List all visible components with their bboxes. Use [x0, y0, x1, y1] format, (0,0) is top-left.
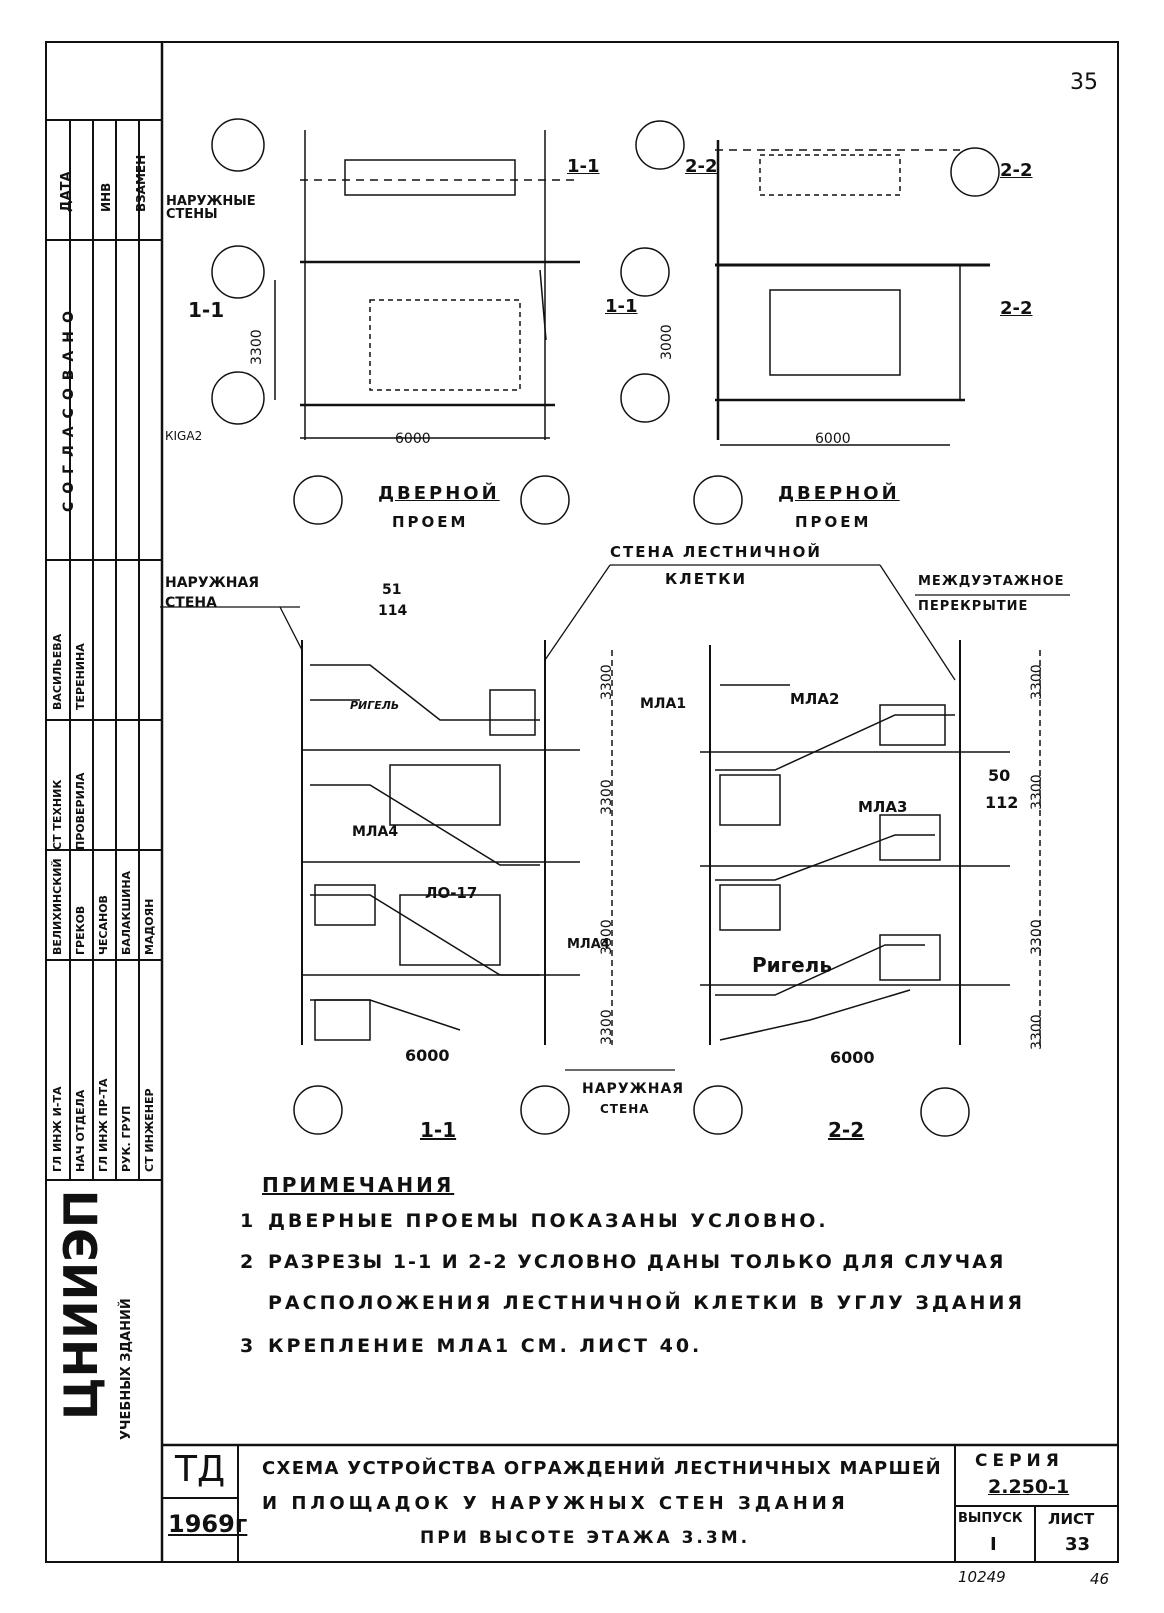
tb-seria-value: 2.250-1: [988, 1476, 1070, 1498]
plan-left-door-2: ПРОЕМ: [392, 513, 469, 531]
plan-cut-11-top: 1-1: [567, 156, 600, 177]
mark-mla4: МЛА4: [352, 824, 399, 840]
plan-left-height: 3300: [249, 329, 265, 365]
staff-role-2: ГЛ ИНЖ ПР-ТА: [97, 1078, 110, 1172]
sec-right-h3: 3300: [1029, 919, 1045, 955]
mark-lo17: ЛО-17: [425, 884, 478, 902]
note-2b-text: РАСПОЛОЖЕНИЯ ЛЕСТНИЧНОЙ КЛЕТКИ В УГЛУ ЗД…: [268, 1292, 1025, 1314]
stamp-inv-label: ИНВ: [99, 182, 113, 212]
plan-cut-11-mid: 1-1: [605, 296, 638, 317]
section-outer-wall-left: НАРУЖНАЯ СТЕНА: [165, 575, 260, 612]
note-2-num: 2: [240, 1251, 254, 1273]
sec-right-h2: 3300: [1029, 774, 1045, 810]
sec-left-h3: 3300: [599, 919, 615, 955]
staff-name-4: МАДОЯН: [143, 898, 156, 955]
staff-name-2: ЧЕСАНОВ: [97, 895, 110, 955]
plan-cut-22-mid: 2-2: [1000, 298, 1033, 319]
staff-role-4: СТ ИНЖЕНЕР: [143, 1088, 156, 1172]
plan-cut-11-left: 1-1: [188, 298, 225, 322]
callout-right-bot: 112: [985, 793, 1019, 812]
note-1-text: ДВЕРНЫЕ ПРОЕМЫ ПОКАЗАНЫ УСЛОВНО.: [268, 1210, 829, 1232]
note-3-text: КРЕПЛЕНИЕ МЛА1 СМ. ЛИСТ 40.: [268, 1335, 703, 1357]
staff-role-3: РУК. ГРУП: [120, 1105, 133, 1172]
tb-seria-label: СЕРИЯ: [975, 1451, 1064, 1471]
plan-right-width: 6000: [815, 431, 851, 447]
plan-right-door-2: ПРОЕМ: [795, 513, 872, 531]
tb-title-1: СХЕМА УСТРОЙСТВА ОГРАЖДЕНИЙ ЛЕСТНИЧНЫХ М…: [262, 1458, 942, 1479]
section-floor-slab-1: МЕЖДУЭТАЖНОЕ: [918, 574, 1065, 589]
section-1-1: [293, 640, 613, 1135]
staff-role-1: НАЧ ОТДЕЛА: [74, 1089, 87, 1172]
staff-name-5: ПРОВЕРИЛА: [74, 772, 87, 850]
section-2-2: [693, 640, 1041, 1137]
section-title-right: 2-2: [828, 1118, 865, 1142]
plan-left: [211, 118, 580, 525]
notes-title: ПРИМЕЧАНИЯ: [262, 1173, 455, 1197]
mark-mla3: МЛА3: [858, 798, 908, 816]
staff-role-5: СТ ТЕХНИК: [51, 779, 64, 850]
sec-left-h2: 3300: [599, 779, 615, 815]
tb-list-label: ЛИСТ: [1048, 1510, 1095, 1528]
tb-vypusk-label: ВЫПУСК: [958, 1511, 1023, 1526]
plan-cut-22-top: 2-2: [685, 156, 718, 177]
tb-vypusk-value: I: [990, 1534, 997, 1555]
plan-left-width: 6000: [395, 431, 431, 447]
mark-mla2: МЛА2: [790, 690, 840, 708]
tb-title-3: ПРИ ВЫСОТЕ ЭТАЖА 3.3М.: [420, 1528, 751, 1548]
plan-left-mark: КIGA2: [165, 429, 203, 443]
plan-cut-22-topright: 2-2: [1000, 160, 1033, 181]
section-outer-wall-bottom-2: СТЕНА: [600, 1102, 650, 1116]
sec-left-h1: 3300: [599, 664, 615, 700]
org-sub: УЧЕБНЫХ ЗДАНИЙ: [119, 1298, 134, 1440]
plan-right-door-1: ДВЕРНОЙ: [778, 483, 900, 504]
tb-title-2: И ПЛОЩАДОК У НАРУЖНЫХ СТЕН ЗДАНИЯ: [262, 1493, 849, 1514]
tb-list-value: 33: [1065, 1534, 1091, 1555]
callout-right-top: 50: [988, 766, 1011, 785]
plan-right-height: 3000: [659, 324, 675, 360]
staff-name-6: ВАСИЛЬЕВА: [51, 633, 64, 710]
stamp-data-label: ДАТА: [59, 171, 74, 212]
staff-role-0: ГЛ ИНЖ И-ТА: [51, 1086, 64, 1172]
section-stair-wall-2: КЛЕТКИ: [665, 570, 748, 588]
sec-left-h4: 3300: [599, 1009, 615, 1045]
section-floor-slab-2: ПЕРЕКРЫТИЕ: [918, 599, 1029, 614]
note-2-text: РАЗРЕЗЫ 1-1 И 2-2 УСЛОВНО ДАНЫ ТОЛЬКО ДЛ…: [268, 1251, 1006, 1273]
stamp-vzamen-label: ВЗАМЕН: [134, 154, 148, 212]
staff-name-0: ВЕЛИХИНСКИЙ: [51, 858, 64, 955]
mark-mla4b: МЛА4: [567, 937, 610, 952]
mark-rigel: Ригель: [752, 953, 832, 977]
section-stair-wall-1: СТЕНА ЛЕСТНИЧНОЙ: [610, 543, 822, 561]
staff-name-3: БАЛАКШИНА: [120, 870, 133, 955]
callout-left-bot: 114: [378, 603, 408, 619]
sec-right-h4: 3300: [1029, 1014, 1045, 1050]
plan-right: [620, 120, 1000, 525]
note-1-num: 1: [240, 1210, 254, 1232]
plan-outer-wall: НАРУЖНЫЕ СТЕНЫ: [166, 194, 256, 222]
sec-right-width: 6000: [830, 1048, 875, 1067]
tb-bottom-left: 10249: [958, 1568, 1006, 1586]
tb-td: ТД: [175, 1449, 226, 1490]
note-3-num: 3: [240, 1335, 254, 1357]
stamp-soglasovano: СОГЛАСОВАНО: [61, 303, 77, 512]
plan-left-door-1: ДВЕРНОЙ: [378, 483, 500, 504]
sec-right-h1: 3300: [1029, 664, 1045, 700]
tb-year: 1969г: [168, 1510, 248, 1538]
sheet-frame: [45, 41, 1119, 1563]
mark-rigel-top: РИГЕЛЬ: [350, 699, 400, 712]
org-name: ЦНИИЭП: [54, 1189, 108, 1420]
tb-bottom-right: 46: [1090, 1570, 1110, 1588]
callout-left-top: 51: [382, 582, 402, 598]
staff-name-7: ТЕРЕНИНА: [74, 643, 87, 710]
section-title-left: 1-1: [420, 1118, 457, 1142]
sec-left-width: 6000: [405, 1046, 450, 1065]
section-outer-wall-bottom-1: НАРУЖНАЯ: [582, 1081, 685, 1097]
staff-name-1: ГРЕКОВ: [74, 905, 87, 955]
corner-number: 35: [1070, 70, 1098, 95]
mark-mla1: МЛА1: [640, 696, 687, 712]
